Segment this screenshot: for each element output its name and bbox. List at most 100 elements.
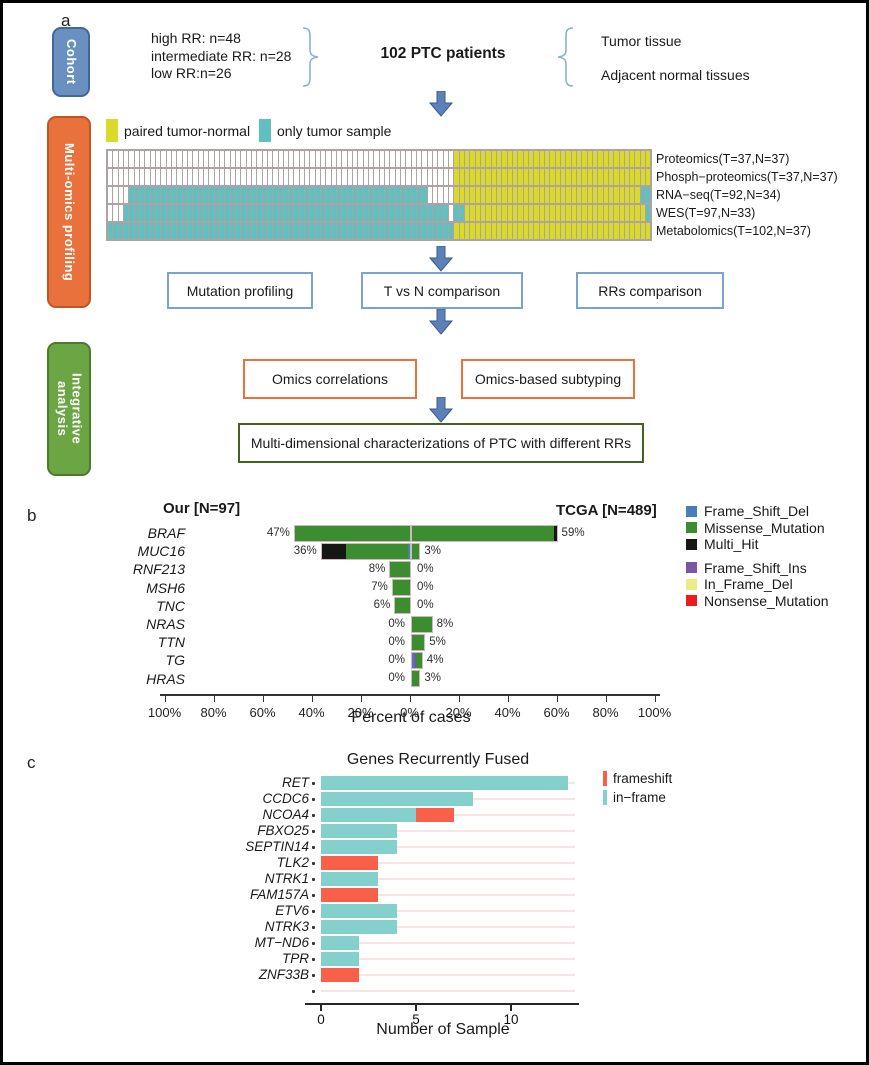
waffle-cell	[342, 169, 347, 185]
waffle-cell	[433, 187, 438, 203]
axis-tick	[320, 1005, 322, 1011]
fusion-bar	[321, 936, 359, 950]
waffle-cell	[646, 187, 651, 203]
waffle-cell	[390, 223, 395, 239]
waffle-cell	[603, 205, 608, 221]
tcga-percent-label: 8%	[436, 617, 454, 630]
waffle-cell	[507, 205, 512, 221]
axis-tick-label: 100%	[637, 705, 672, 720]
waffle-cell	[299, 205, 305, 221]
waffle-cell	[251, 169, 257, 185]
waffle-cell	[518, 187, 523, 203]
waffle-cell	[225, 223, 230, 239]
waffle-cell	[363, 169, 369, 185]
percent-axis-title: Percent of cases	[351, 709, 471, 726]
waffle-cell	[427, 187, 433, 203]
waffle-cell	[587, 205, 592, 221]
category-tick	[312, 861, 315, 865]
waffle-cell	[518, 169, 523, 185]
waffle-cell	[379, 187, 385, 203]
down-arrow-icon	[429, 397, 453, 423]
panel-a-label: a	[61, 11, 71, 30]
category-tick	[312, 877, 315, 881]
waffle-cell	[246, 151, 251, 167]
waffle-cell	[454, 205, 459, 221]
row-gridline	[321, 894, 575, 896]
waffle-cell	[576, 169, 582, 185]
waffle-cell	[278, 187, 283, 203]
waffle-cell	[337, 205, 342, 221]
waffle-cell	[321, 151, 326, 167]
tissue-normal: Adjacent normal tissues	[601, 67, 750, 83]
axis-tick-label: 60%	[543, 705, 570, 720]
waffle-cell	[289, 151, 294, 167]
waffle-cell	[358, 151, 363, 167]
waffle-cell	[369, 151, 374, 167]
tcga-bar	[411, 524, 558, 542]
waffle-cell	[555, 169, 560, 185]
waffle-cell	[406, 151, 411, 167]
waffle-cell	[454, 187, 459, 203]
integrative-box: Integrative analysis	[47, 342, 91, 476]
waffle-cell	[326, 187, 331, 203]
waffle-cell	[401, 187, 406, 203]
waffle-cell	[539, 205, 544, 221]
waffle-cell	[502, 187, 507, 203]
fusion-bar	[321, 840, 397, 854]
axis-tick	[409, 694, 411, 702]
frameshift-segment	[321, 968, 359, 982]
waffle-cell	[496, 151, 502, 167]
waffle-cell	[187, 223, 193, 239]
waffle-cell	[145, 205, 150, 221]
waffle-cell	[518, 151, 523, 167]
waffle-cell	[219, 223, 225, 239]
axis-tick-label: 0	[317, 1012, 325, 1027]
waffle-cell	[385, 151, 390, 167]
in-frame-segment	[321, 824, 397, 838]
bar-segment	[321, 543, 347, 559]
axis-tick-label: 20%	[347, 705, 374, 720]
waffle-cell	[417, 187, 422, 203]
waffle-cell	[507, 223, 512, 239]
waffle-cell	[491, 151, 496, 167]
waffle-cell	[214, 169, 219, 185]
waffle-cell	[454, 151, 459, 167]
waffle-cell	[139, 205, 145, 221]
waffle-cell	[283, 223, 289, 239]
category-tick	[312, 829, 315, 833]
waffle-cell	[443, 169, 448, 185]
gene-label: HRAS	[146, 670, 185, 687]
waffle-cell	[385, 223, 390, 239]
waffle-cell	[108, 205, 113, 221]
waffle-cell	[624, 169, 630, 185]
waffle-cell	[614, 151, 619, 167]
waffle-cell	[385, 205, 390, 221]
waffle-cell	[427, 151, 433, 167]
waffle-cell	[598, 223, 603, 239]
waffle-cell	[257, 205, 262, 221]
waffle-cell	[630, 169, 635, 185]
waffle-cell	[262, 169, 267, 185]
waffle-cell	[422, 223, 427, 239]
waffle-cell	[582, 223, 587, 239]
omics-correlations-box: Omics correlations	[243, 359, 417, 399]
waffle-cell	[438, 169, 443, 185]
waffle-cell	[326, 205, 331, 221]
mutation-legend: Frame_Shift_Del Missense_Mutation Multi_…	[686, 503, 829, 609]
in-frame-segment	[321, 808, 416, 822]
waffle-cell	[417, 205, 422, 221]
frame-shift-ins-swatch	[686, 562, 697, 574]
waffle-cell	[139, 169, 145, 185]
waffle-cell	[363, 205, 369, 221]
waffle-cell	[502, 169, 507, 185]
waffle-cell	[342, 151, 347, 167]
waffle-cell	[528, 205, 534, 221]
in-frame-segment	[321, 872, 378, 886]
waffle-cell	[582, 187, 587, 203]
waffle-cell	[118, 169, 123, 185]
waffle-cell	[219, 187, 225, 203]
waffle-cell	[550, 205, 555, 221]
waffle-cell	[321, 205, 326, 221]
waffle-cell	[273, 223, 278, 239]
waffle-cell	[433, 151, 438, 167]
